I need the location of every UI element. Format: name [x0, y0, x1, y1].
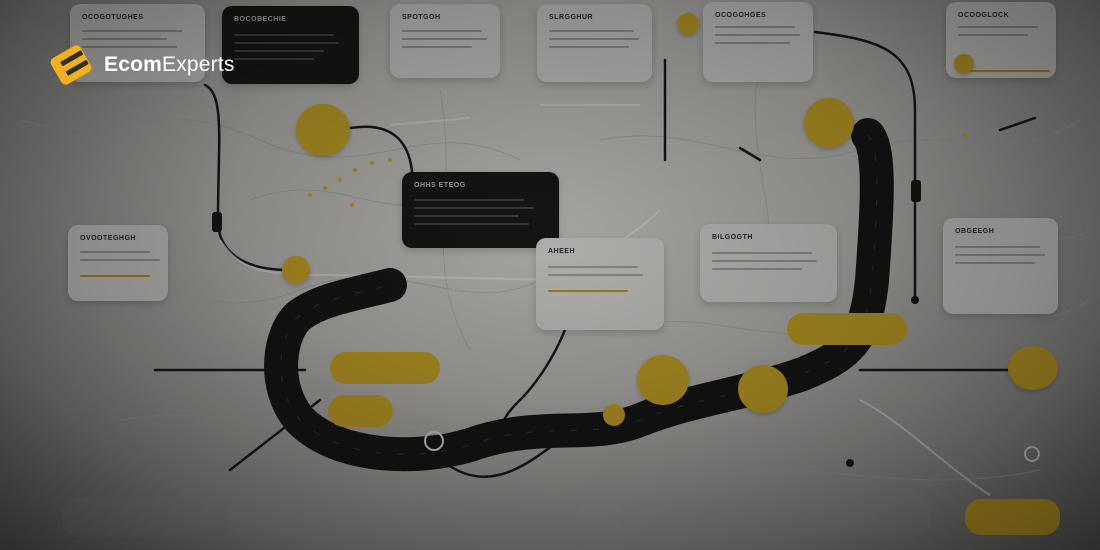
info-card: OHHS ETEOG: [402, 172, 559, 248]
info-card: OBGEEGH: [943, 218, 1058, 314]
milestone-pill: [965, 499, 1060, 535]
milestone-node: [1008, 346, 1058, 390]
milestone-node: [804, 98, 854, 148]
info-card: AHEEH: [536, 238, 664, 330]
milestone-node: [603, 404, 625, 426]
bottom-pill: [410, 497, 580, 537]
milestone-node: [637, 355, 689, 405]
info-card: SPOTGOH: [390, 4, 500, 78]
bottom-pill: [62, 497, 212, 537]
milestone-node: [954, 54, 974, 74]
bottom-pill: [800, 497, 930, 537]
brand-name-light: Experts: [162, 53, 235, 76]
bottom-pill: [620, 497, 770, 537]
ecomexperts-logo-icon: [50, 45, 92, 85]
milestone-node: [296, 104, 350, 156]
milestone-pill: [330, 352, 440, 384]
brand-name: EcomExperts: [104, 53, 235, 77]
milestone-node: [282, 256, 310, 284]
brand-logo[interactable]: EcomExperts: [48, 42, 235, 88]
milestone-pill: [787, 313, 907, 345]
milestone-pill: [328, 395, 393, 427]
info-card: BOCOBECHIE: [222, 6, 359, 84]
bottom-pill: [228, 497, 358, 537]
milestone-node: [677, 13, 699, 35]
info-card: BILGOGTH: [700, 224, 837, 302]
brand-name-strong: Ecom: [104, 53, 162, 76]
info-card: SLRGGHUR: [537, 4, 652, 82]
milestone-node: [738, 365, 788, 413]
info-card: OVOOTEGHGH: [68, 225, 168, 301]
info-card: OCOGOHGES: [703, 2, 813, 82]
